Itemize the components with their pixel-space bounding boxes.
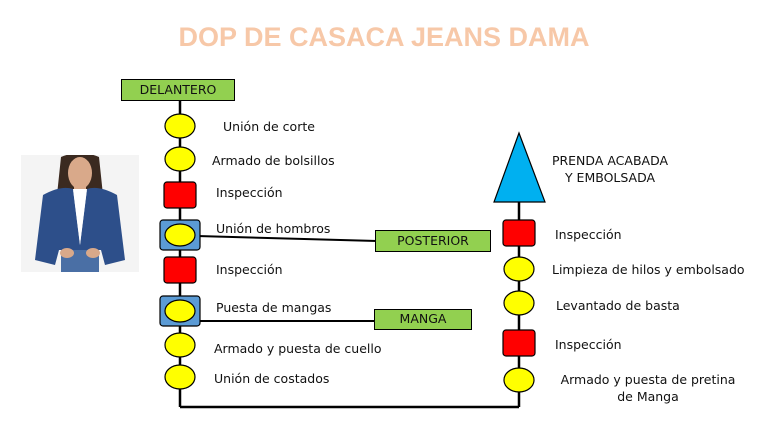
step-label: Puesta de mangas [216,300,332,315]
step-label-line1: Armado y puesta de pretina [560,372,736,387]
tag-manga: MANGA [374,309,472,330]
inspection-symbol [163,256,197,284]
diagram-title: DOP DE CASACA JEANS DAMA [178,22,590,52]
operation-symbol [164,332,196,358]
step-label: Levantado de basta [556,298,680,313]
step-label: Inspección [216,185,283,200]
step-label: Unión de costados [214,371,330,386]
operation-symbol [164,364,196,390]
woman-in-denim-jacket-photo [21,155,139,272]
step-label: Inspección [555,227,622,242]
final-label-line1: PRENDA ACABADA [551,153,669,168]
operation-symbol [503,256,535,282]
operation-symbol [503,290,535,316]
final-product-label: PRENDA ACABADA Y EMBOLSADA [545,152,675,186]
step-label: Unión de hombros [216,221,331,236]
operation-symbol [164,113,196,139]
inspection-symbol [163,181,197,209]
step-label: Inspección [555,337,622,352]
denim-jacket-illustration [21,155,139,272]
step-label: Unión de corte [223,119,315,134]
step-label: Armado y puesta de cuello [214,341,382,356]
final-storage-triangle [493,131,546,203]
operation-symbol [164,223,196,247]
posterior-branch-line [196,235,378,242]
step-label: Inspección [216,262,283,277]
operation-symbol [164,146,196,172]
final-label-line2: Y EMBOLSADA [564,170,656,185]
inspection-symbol [502,219,536,247]
step-label-line2: de Manga [617,389,679,404]
tag-posterior: POSTERIOR [375,230,491,252]
tag-delantero: DELANTERO [121,79,235,101]
inspection-symbol [502,329,536,357]
step-label: Armado de bolsillos [212,153,335,168]
operation-symbol [164,299,196,323]
step-label-pretina: Armado y puesta de pretina de Manga [548,371,748,405]
step-label: Limpieza de hilos y embolsado [552,262,745,277]
operation-symbol [503,367,535,393]
